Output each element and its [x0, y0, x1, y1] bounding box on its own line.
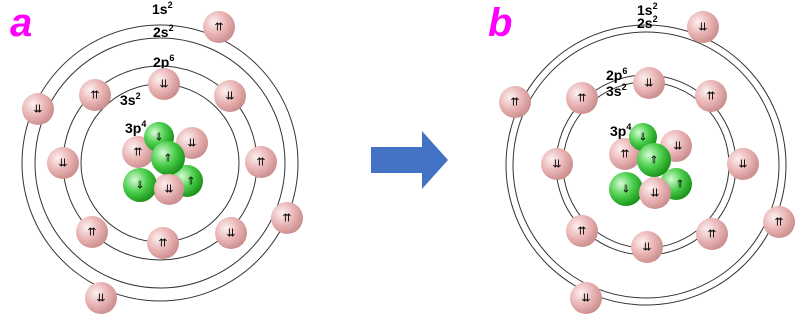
svg-text:⇊: ⇊	[650, 187, 659, 200]
panel-a-label-2s: 2s2	[153, 23, 174, 40]
electron: ⇊	[215, 217, 247, 249]
electron: ⇊	[570, 282, 602, 314]
svg-text:⇊: ⇊	[673, 140, 682, 153]
electron: ⇊	[633, 67, 665, 99]
svg-text:⇊: ⇊	[33, 103, 42, 116]
svg-text:⇓: ⇓	[638, 131, 647, 144]
electron: ⇈	[76, 216, 108, 248]
panel-b-label-2p: 2p6	[606, 66, 627, 83]
electron: ⇊	[148, 68, 180, 100]
svg-text:⇊: ⇊	[96, 292, 105, 305]
panel-a-label-3p: 3p4	[125, 119, 146, 136]
electron: ⇈	[695, 80, 727, 112]
arrow-shape	[371, 131, 448, 189]
panel-a-label-2p: 2p6	[153, 53, 174, 70]
svg-text:⇊: ⇊	[58, 157, 67, 170]
electron: ⇊	[176, 127, 208, 159]
svg-text:⇑: ⇑	[649, 154, 658, 167]
svg-text:⇈: ⇈	[510, 96, 519, 109]
panel-b-orbit-1s	[505, 24, 787, 306]
electron: ⇊	[47, 147, 79, 179]
svg-text:⇊: ⇊	[698, 21, 707, 34]
panel-a-label-1s: 1s2	[152, 0, 173, 17]
electron: ⇈	[147, 227, 179, 259]
electron: ⇈	[203, 11, 235, 43]
panel-a-orbit-2s	[34, 37, 286, 289]
panel-b-label-1s: 1s2	[637, 1, 658, 18]
svg-text:⇈: ⇈	[620, 148, 629, 161]
svg-text:⇈: ⇈	[577, 92, 586, 105]
svg-text:⇈: ⇈	[214, 21, 223, 34]
panel-b-label-2s: 2s2	[637, 14, 658, 31]
panel-b-electrons: ⇊ ⇈ ⇈ ⇈ ⇊ ⇈ ⇊ ⇊ ⇈ ⇈ ⇊ ⇈ ⇊ ⇓ ⇈ ⇊ ⇑ ⇓ ⇑ ⇊	[499, 11, 795, 314]
svg-text:⇈: ⇈	[90, 89, 99, 102]
panel-a: a 1s2 2s2 2p6 3s2 3p4 ⇈ ⇊ ⇈ ⇊ ⇊ ⇈ ⇊ ⇈ ⇊ …	[10, 0, 303, 314]
svg-text:⇈: ⇈	[133, 146, 142, 159]
panel-a-orbit-1s	[21, 24, 299, 302]
electron: ⇓	[123, 168, 157, 202]
svg-text:⇈: ⇈	[706, 90, 715, 103]
svg-text:⇑: ⇑	[163, 152, 172, 165]
panel-b-label-3p: 3p4	[610, 122, 631, 139]
svg-text:⇈: ⇈	[774, 216, 783, 229]
electron: ⇑	[637, 143, 671, 177]
panel-a-letter: a	[10, 1, 32, 45]
svg-text:⇈: ⇈	[577, 225, 586, 238]
svg-text:⇈: ⇈	[158, 237, 167, 250]
electron: ⇈	[566, 215, 598, 247]
svg-text:⇊: ⇊	[642, 241, 651, 254]
electron: ⇊	[727, 148, 759, 180]
svg-text:⇈: ⇈	[256, 156, 265, 169]
svg-text:⇊: ⇊	[187, 137, 196, 150]
panel-b-orbit-2s	[512, 31, 780, 299]
electron: ⇈	[245, 146, 277, 178]
panel-b: b 1s2 2s2 2p6 3s2 3p4 ⇊ ⇈ ⇈ ⇈ ⇊ ⇈ ⇊ ⇊ ⇈ …	[488, 1, 795, 314]
svg-text:⇑: ⇑	[186, 175, 195, 188]
electron: ⇈	[499, 86, 531, 118]
svg-text:⇈: ⇈	[707, 228, 716, 241]
electron: ⇊	[687, 11, 719, 43]
svg-text:⇓: ⇓	[135, 179, 144, 192]
svg-text:⇊: ⇊	[226, 227, 235, 240]
electron: ⇑	[151, 141, 185, 175]
svg-text:⇓: ⇓	[154, 131, 163, 144]
electron: ⇊	[639, 177, 671, 209]
svg-text:⇈: ⇈	[87, 226, 96, 239]
electron: ⇈	[696, 218, 728, 250]
svg-text:⇊: ⇊	[164, 183, 173, 196]
svg-text:⇊: ⇊	[159, 78, 168, 91]
svg-text:⇊: ⇊	[738, 158, 747, 171]
electron: ⇊	[631, 231, 663, 263]
svg-text:⇊: ⇊	[225, 90, 234, 103]
svg-text:⇈: ⇈	[282, 212, 291, 225]
electron: ⇈	[763, 206, 795, 238]
transition-arrow	[371, 131, 448, 189]
panel-b-letter: b	[488, 1, 512, 45]
panel-b-label-3s: 3s2	[606, 82, 627, 99]
svg-text:⇊: ⇊	[552, 158, 561, 171]
electron: ⇊	[541, 148, 573, 180]
electron: ⇈	[566, 82, 598, 114]
panel-a-label-3s: 3s2	[120, 91, 141, 108]
svg-text:⇓: ⇓	[621, 183, 630, 196]
svg-text:⇑: ⇑	[675, 178, 684, 191]
panel-a-electrons: ⇈ ⇊ ⇈ ⇊ ⇊ ⇈ ⇊ ⇈ ⇊ ⇈ ⇊ ⇈ ⇈ ⇊ ⇓ ⇊ ⇈ ⇑ ⇓ ⇑ …	[22, 11, 303, 314]
electron: ⇊	[85, 282, 117, 314]
electron: ⇊	[214, 80, 246, 112]
svg-text:⇊: ⇊	[581, 292, 590, 305]
electron: ⇊	[154, 174, 184, 204]
svg-text:⇊: ⇊	[644, 77, 653, 90]
electron: ⇈	[79, 79, 111, 111]
electron: ⇈	[271, 202, 303, 234]
electron: ⇊	[22, 93, 54, 125]
electron: ⇓	[609, 172, 643, 206]
